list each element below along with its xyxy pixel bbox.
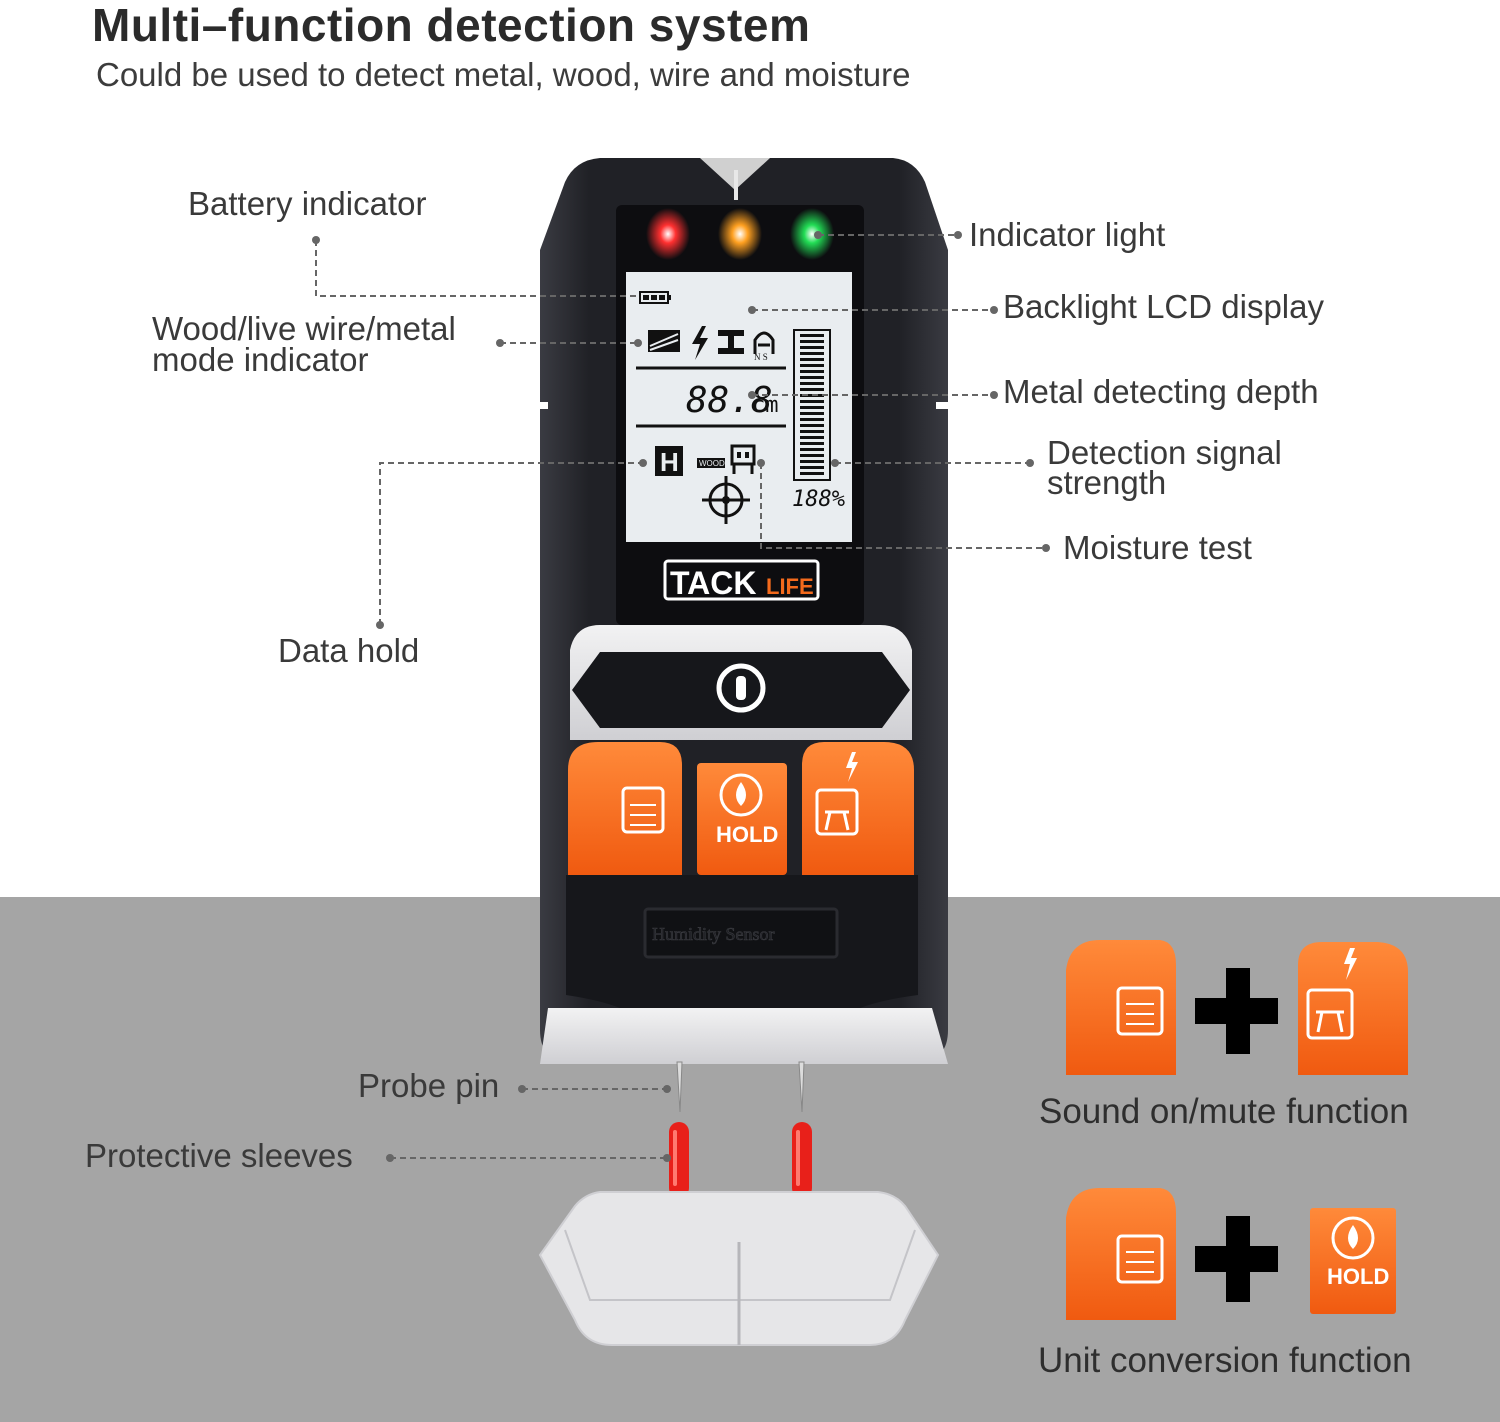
signal-strength-label-line2: strength [1047, 464, 1167, 501]
signal-percent: 188% [792, 487, 845, 512]
combo-sound-button-b [1298, 942, 1408, 1075]
signal-tick [800, 358, 824, 361]
depth-unit: cm [752, 393, 779, 418]
unit-conversion-label: Unit conversion function [1038, 1341, 1412, 1380]
signal-tick [800, 400, 824, 403]
signal-tick [800, 442, 824, 445]
signal-tick [800, 460, 824, 463]
mode-indicator-label-line2: mode indicator [152, 341, 369, 378]
signal-tick [800, 364, 824, 367]
magnet-icon [753, 331, 775, 354]
svg-text:H: H [660, 447, 679, 477]
combo-hold-button: HOLD [1310, 1208, 1396, 1314]
signal-tick [800, 352, 824, 355]
signal-tick [800, 472, 824, 475]
protective-sleeves [669, 1122, 812, 1198]
live-wire-mode-button[interactable] [802, 742, 914, 875]
wood-tag: WOOD [699, 459, 725, 468]
power-button[interactable] [716, 663, 766, 713]
ns-label: N S [754, 352, 768, 362]
hold-icon [655, 446, 683, 476]
left-center-marker [536, 402, 548, 409]
combo-unit-button-a [1066, 1188, 1176, 1320]
combo-sound-button-a [1066, 940, 1176, 1075]
signal-tick [800, 346, 824, 349]
hold-button[interactable]: HOLD [697, 763, 787, 875]
signal-tick [800, 466, 824, 469]
battery-indicator-label: Battery indicator [188, 185, 427, 222]
bottom-cap [540, 1008, 948, 1064]
signal-tick [800, 418, 824, 421]
backlight-lcd-label: Backlight LCD display [1003, 288, 1324, 325]
target-icon [702, 476, 750, 524]
signal-tick [800, 340, 824, 343]
signal-tick [800, 382, 824, 385]
right-center-marker [936, 402, 948, 409]
protective-sleeves-label: Protective sleeves [85, 1137, 353, 1174]
red-led [646, 208, 690, 260]
svg-text:TACK: TACK [670, 565, 757, 601]
probe-pins [676, 1061, 805, 1113]
signal-tick [800, 388, 824, 391]
signal-tick [800, 454, 824, 457]
svg-text:HOLD: HOLD [716, 822, 778, 847]
moisture-icon [730, 444, 756, 474]
sound-mute-label: Sound on/mute function [1039, 1092, 1409, 1131]
signal-tick [800, 376, 824, 379]
svg-text:LIFE: LIFE [766, 574, 814, 599]
svg-text:HOLD: HOLD [1327, 1264, 1389, 1289]
humidity-sensor-plate [643, 907, 839, 959]
data-hold-label: Data hold [278, 632, 420, 669]
signal-tick [800, 370, 824, 373]
page-title: Multi–function detection system [92, 0, 811, 51]
mode-indicator-label-line1: Wood/live wire/metal [152, 310, 456, 347]
signal-tick [800, 436, 824, 439]
signal-tick [800, 430, 824, 433]
svg-text:Humidity Sensor: Humidity Sensor [652, 924, 775, 944]
metal-mode-icon [718, 330, 744, 354]
brand-logo [663, 559, 820, 601]
signal-strength-bar [793, 329, 831, 481]
plus-icon [1195, 968, 1278, 1054]
moisture-test-label: Moisture test [1063, 529, 1252, 566]
probe-pin-label: Probe pin [358, 1067, 500, 1104]
signal-tick [800, 406, 824, 409]
plus-icon-2 [1195, 1216, 1278, 1302]
signal-strength-label-line1: Detection signal [1047, 434, 1282, 471]
page-subtitle: Could be used to detect metal, wood, wir… [96, 56, 911, 93]
signal-tick [800, 412, 824, 415]
wood-mode-icon [648, 330, 680, 352]
sound-mode-button[interactable] [568, 742, 682, 875]
depth-readout: 88.8 [686, 380, 773, 421]
indicator-light-label: Indicator light [969, 216, 1166, 253]
amber-led [718, 208, 762, 260]
signal-tick [800, 448, 824, 451]
green-led [790, 208, 834, 260]
signal-tick [800, 334, 824, 337]
signal-tick [800, 424, 824, 427]
metal-depth-label: Metal detecting depth [1003, 373, 1319, 410]
live-wire-icon [692, 326, 708, 360]
